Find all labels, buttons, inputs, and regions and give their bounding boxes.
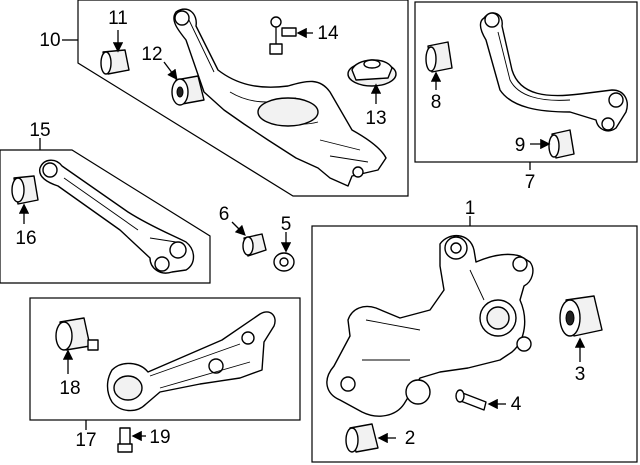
part-8-bushing <box>425 41 453 90</box>
part-13-mount <box>347 59 397 104</box>
trailing-arm <box>106 311 276 412</box>
callout-5: 5 <box>281 214 292 235</box>
callout-6: 6 <box>219 204 230 225</box>
part-2-bushing <box>345 423 396 453</box>
callout-11: 11 <box>108 8 128 29</box>
callout-14: 14 <box>317 23 339 44</box>
part-12-bushing <box>163 61 205 106</box>
part-4-bolt <box>455 389 506 411</box>
callout-3: 3 <box>575 364 586 385</box>
callout-9: 9 <box>515 135 526 156</box>
callout-16: 16 <box>15 228 36 249</box>
callout-12: 12 <box>141 44 162 65</box>
group-box-1 <box>311 216 638 463</box>
part-14-link-bolt <box>269 16 313 55</box>
knuckle <box>326 235 534 417</box>
group-box-17 <box>29 297 301 430</box>
part-19-bolt <box>117 427 146 453</box>
callout-10: 10 <box>39 30 60 51</box>
part-5-washer <box>273 232 295 272</box>
callout-1: 1 <box>465 198 476 219</box>
callout-7: 7 <box>525 172 536 193</box>
upper-control-arm <box>479 12 628 132</box>
part-9-bushing <box>530 129 575 159</box>
part-16-bushing <box>11 175 39 224</box>
callout-18: 18 <box>59 378 80 399</box>
group-box-15 <box>0 138 211 284</box>
callout-17: 17 <box>75 430 96 451</box>
part-6-nut <box>231 221 267 257</box>
callout-labels: 1 2 3 4 5 6 7 8 9 10 11 12 13 14 15 16 1… <box>15 8 585 451</box>
callout-8: 8 <box>431 92 442 113</box>
part-11-bushing <box>100 30 130 75</box>
part-3-bushing <box>559 295 603 362</box>
callout-2: 2 <box>405 428 416 449</box>
crossmember <box>173 8 387 187</box>
group-box-10 <box>62 0 409 197</box>
lateral-link <box>39 159 195 274</box>
part-18-bushing <box>55 317 99 374</box>
callout-19: 19 <box>149 427 170 448</box>
group-box-7 <box>414 1 638 170</box>
callout-4: 4 <box>511 394 522 415</box>
callout-13: 13 <box>365 108 386 129</box>
callout-15: 15 <box>29 120 50 141</box>
